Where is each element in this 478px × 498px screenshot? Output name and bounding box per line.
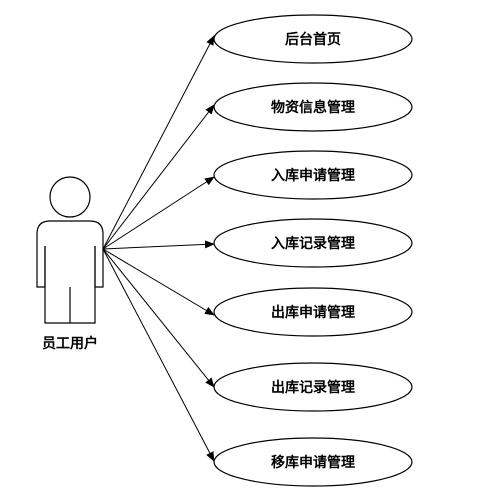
connector-line [102,248,215,462]
use-case-ellipse[interactable] [213,14,413,64]
use-case-label: 出库申请管理 [271,304,355,321]
connector-line [102,248,215,316]
use-case-3[interactable]: 入库申请管理 [213,150,413,200]
actor-name: 员工用户 [42,335,98,352]
use-case-7[interactable]: 移库申请管理 [213,437,413,487]
connector-line [102,104,215,250]
use-case-ellipse[interactable] [213,287,413,337]
connector-line [102,176,215,250]
use-case-label: 物资信息管理 [271,99,355,116]
actor-head [49,176,91,218]
use-case-6[interactable]: 出库记录管理 [213,362,413,412]
connector-line [102,240,215,250]
connector-line [102,35,215,250]
use-case-ellipse[interactable] [213,82,413,132]
use-case-2[interactable]: 物资信息管理 [213,82,413,132]
connector-line [102,248,215,388]
use-case-label: 移库申请管理 [271,454,355,471]
use-case-ellipse[interactable] [213,437,413,487]
actor-figure [36,176,104,324]
use-case-5[interactable]: 出库申请管理 [213,287,413,337]
use-case-4[interactable]: 入库记录管理 [213,218,413,268]
connectors [102,35,215,462]
use-case-label: 出库记录管理 [271,379,355,396]
use-case-ellipse[interactable] [213,362,413,412]
use-case-label: 后台首页 [285,31,341,48]
actor-body [36,220,104,324]
use-case-1[interactable]: 后台首页 [213,14,413,64]
use-case-ellipse[interactable] [213,218,413,268]
use-case-label: 入库记录管理 [271,235,355,252]
use-case-ellipse[interactable] [213,150,413,200]
use-case-label: 入库申请管理 [271,167,355,184]
